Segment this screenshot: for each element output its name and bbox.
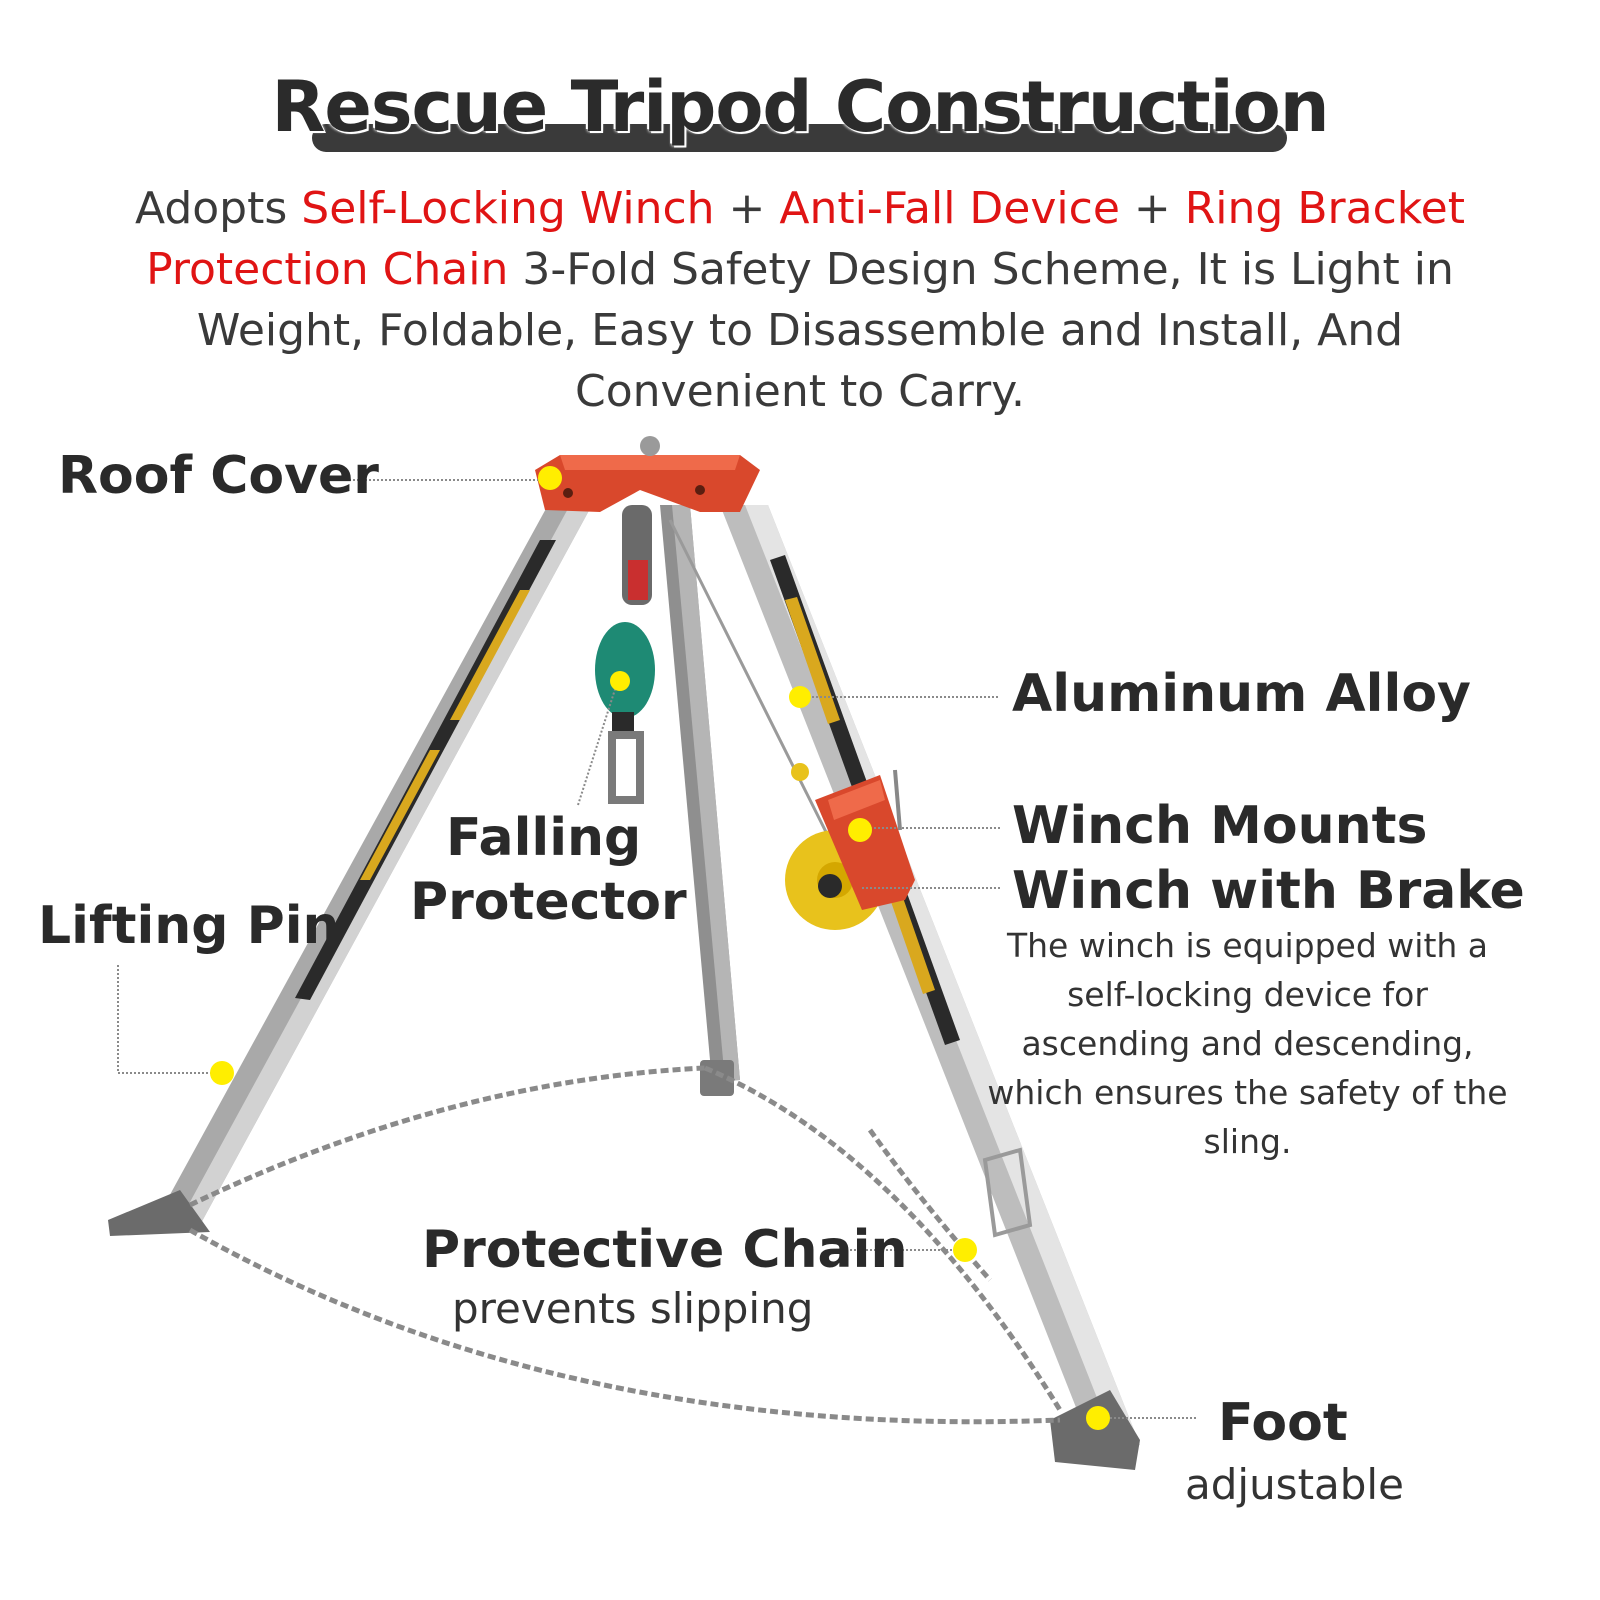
intro-text-part: 3-Fold Safety Design Scheme, It is Light… — [196, 244, 1454, 417]
winch-description: The winch is equipped with a self-lockin… — [987, 926, 1508, 1161]
intro-text-part: + — [714, 183, 780, 234]
marker-dot-aluminum-alloy — [789, 686, 811, 708]
intro-text: Adopts Self-Locking Winch + Anti-Fall De… — [70, 178, 1530, 422]
falling-protector-device — [595, 505, 655, 804]
title-underline-bar — [312, 124, 1287, 152]
tripod-left-foot — [108, 1190, 210, 1236]
label-lifting-pin: Lifting Pin — [38, 896, 340, 956]
tripod-left-leg — [155, 505, 592, 1225]
intro-highlight-chain: Ring Bracket Protection Chain — [146, 183, 1465, 295]
winch-assembly — [785, 763, 915, 930]
page-title: Rescue Tripod Construction — [271, 66, 1329, 148]
marker-dots — [210, 466, 1110, 1430]
intro-text-part: + — [1119, 183, 1185, 234]
leg-pin — [982, 1147, 1033, 1238]
label-protective-chain-sub: prevents slipping — [452, 1284, 814, 1333]
winch-rope — [668, 519, 852, 881]
intro-text-part: Adopts — [135, 183, 302, 234]
marker-dot-roof-cover — [538, 466, 562, 490]
label-falling-protector-line1: Falling — [446, 808, 642, 868]
tripod-right-foot — [1050, 1390, 1140, 1470]
marker-dot-winch-mounts — [848, 818, 872, 842]
label-foot: Foot — [1218, 1393, 1348, 1453]
label-falling-protector-line2: Protector — [410, 872, 687, 932]
label-roof-cover: Roof Cover — [58, 446, 379, 506]
leader-lines — [117, 479, 1198, 1419]
label-aluminum-alloy: Aluminum Alloy — [1012, 664, 1471, 724]
tripod-back-leg — [660, 505, 740, 1096]
marker-dot-protective-chain — [953, 1238, 977, 1262]
label-foot-sub: adjustable — [1185, 1460, 1404, 1509]
roof-cover — [535, 436, 760, 512]
marker-dot-lifting-pin — [210, 1061, 234, 1085]
intro-highlight-anti-fall: Anti-Fall Device — [779, 183, 1120, 234]
label-protective-chain: Protective Chain — [422, 1220, 908, 1280]
protective-chain — [188, 1065, 1063, 1425]
marker-dot-falling-protector — [610, 671, 630, 691]
label-winch-with-brake: Winch with Brake — [1012, 861, 1525, 921]
intro-highlight-winch: Self-Locking Winch — [301, 183, 715, 234]
marker-dot-foot — [1086, 1406, 1110, 1430]
label-winch-mounts: Winch Mounts — [1012, 796, 1428, 856]
